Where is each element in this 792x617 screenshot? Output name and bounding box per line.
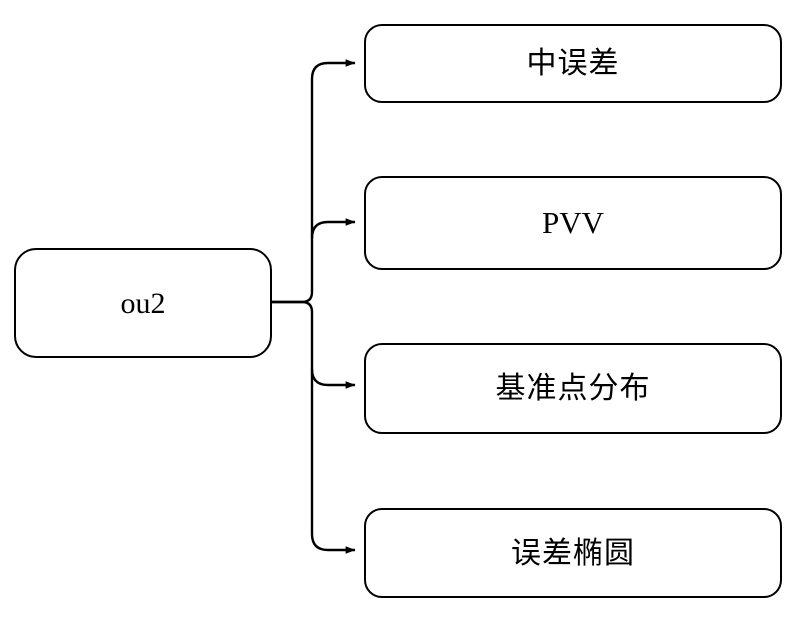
node-branch-1[interactable]: 中误差 — [364, 24, 782, 103]
node-branch-2[interactable]: PVV — [364, 176, 782, 270]
node-branch-2-label: PVV — [541, 204, 604, 240]
node-branch-4-label: 误差椭圆 — [511, 535, 635, 571]
connector-branch-1 — [310, 59, 356, 80]
connector-branch-4 — [310, 533, 356, 554]
connector-branch-2 — [310, 218, 356, 239]
connector-branch-3 — [310, 368, 356, 389]
node-branch-3[interactable]: 基准点分布 — [364, 343, 782, 434]
node-branch-1-label: 中误差 — [526, 46, 620, 81]
connector-root-stub-down — [272, 300, 314, 313]
node-root[interactable]: ou2 — [14, 248, 272, 358]
node-root-label: ou2 — [120, 286, 166, 320]
node-branch-3-label: 基准点分布 — [495, 371, 651, 406]
node-branch-4[interactable]: 误差椭圆 — [364, 508, 782, 598]
connector-root-stub-up — [272, 291, 314, 304]
